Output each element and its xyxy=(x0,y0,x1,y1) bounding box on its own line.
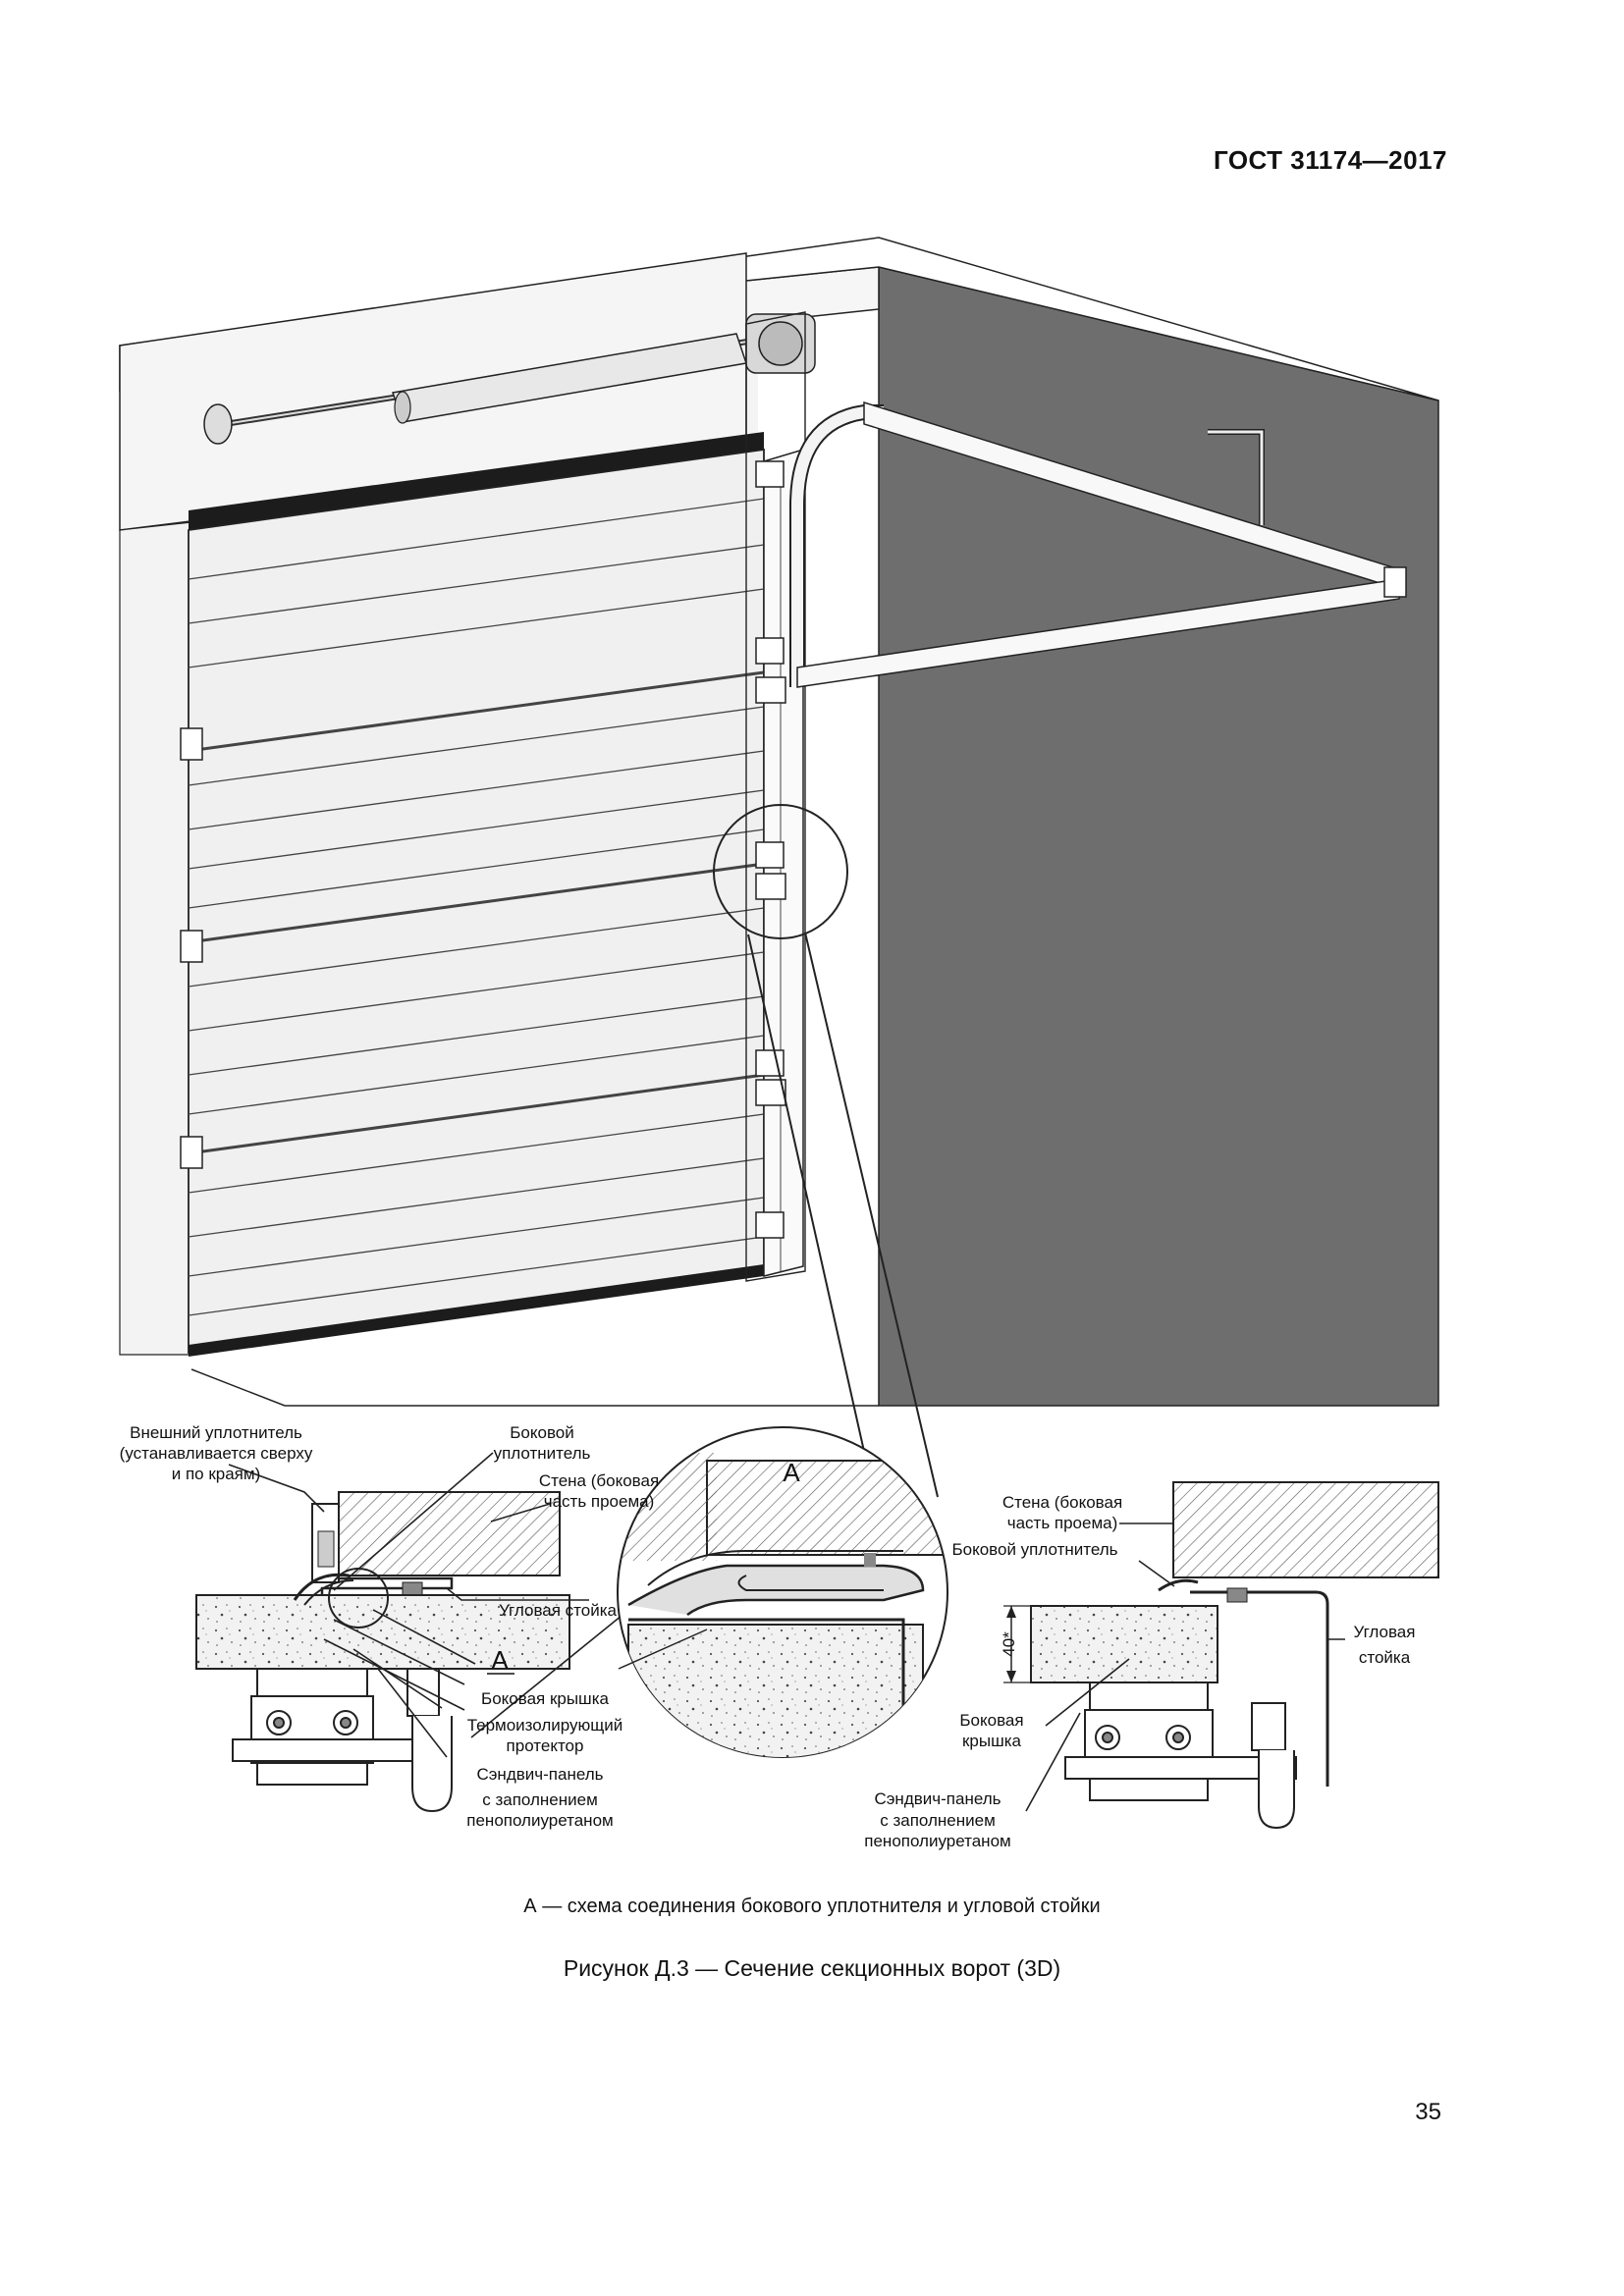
label-wall-right-2: часть проема) xyxy=(1007,1514,1118,1532)
panel-grooves xyxy=(188,498,765,1316)
left-section-detail xyxy=(195,1452,654,1813)
gate-3d-view xyxy=(119,237,1439,1562)
label-sandwich-right-3: пенополиуретаном xyxy=(864,1832,1010,1850)
horizontal-track-lower xyxy=(796,578,1400,688)
label-side-cover-right-1: Боковая xyxy=(959,1711,1023,1730)
label-side-seal-1: Боковой xyxy=(510,1423,574,1442)
detail-leader-1 xyxy=(804,932,939,1498)
document-header: ГОСТ 31174—2017 xyxy=(1213,145,1447,175)
wall-block-left xyxy=(338,1491,561,1576)
track-brackets xyxy=(755,460,786,1239)
label-side-seal-2: уплотнитель xyxy=(494,1444,591,1463)
label-corner-right-1: Угловая xyxy=(1354,1623,1416,1641)
label-wall-right-1: Стена (боковая xyxy=(1002,1493,1122,1512)
right-section-detail xyxy=(1003,1481,1439,1830)
label-side-cover-right-2: крышка xyxy=(962,1732,1022,1750)
detail-circle-3d xyxy=(713,804,848,939)
label-wall-left-2: часть проема) xyxy=(544,1492,655,1511)
angle-post xyxy=(745,311,806,1282)
sandwich-panel-left xyxy=(195,1594,570,1670)
label-corner-right-2: стойка xyxy=(1359,1648,1411,1667)
marker-a-left: A xyxy=(491,1645,509,1675)
label-dimension: 40* xyxy=(1000,1631,1018,1657)
corner-post-right xyxy=(1190,1590,1329,1787)
hinge-assembly-right xyxy=(1064,1682,1297,1830)
label-thermo-1: Термоизолирующий xyxy=(467,1716,623,1735)
label-sandwich-left-3: пенополиуретаном xyxy=(466,1811,613,1830)
label-sandwich-left-1: Сэндвич-панель xyxy=(476,1765,603,1784)
figure-caption: Рисунок Д.3 — Сечение секционных ворот (… xyxy=(563,1955,1061,1981)
marker-a-zoom: A xyxy=(783,1458,800,1487)
top-seal xyxy=(189,432,764,530)
figure-labels: Внешний уплотнитель (устанавливается све… xyxy=(120,1423,1416,1850)
floor-line xyxy=(190,1368,879,1407)
label-outer-seal-2: (устанавливается сверху xyxy=(120,1444,313,1463)
label-corner-post-left: Угловая стойка xyxy=(499,1601,618,1620)
label-outer-seal-1: Внешний уплотнитель xyxy=(130,1423,302,1442)
wall-block-right xyxy=(1172,1481,1439,1578)
label-sandwich-right-2: с заполнением xyxy=(880,1811,996,1830)
figure-legend: А — схема соединения бокового уплотнител… xyxy=(523,1896,1101,1917)
sandwich-panel-right xyxy=(1030,1605,1218,1683)
bottom-seal xyxy=(189,1264,764,1357)
door-panel xyxy=(188,448,765,1355)
label-thermo-2: протектор xyxy=(507,1736,584,1755)
hinge-assembly-left xyxy=(232,1668,453,1813)
right-leaders xyxy=(1025,1522,1345,1812)
label-side-cover-left: Боковая крышка xyxy=(481,1689,609,1708)
label-outer-seal-3: и по краям) xyxy=(172,1465,261,1483)
label-side-seal-right: Боковой уплотнитель xyxy=(951,1540,1117,1559)
page-number: 35 xyxy=(1415,2099,1441,2125)
label-sandwich-right-1: Сэндвич-панель xyxy=(874,1789,1001,1808)
left-hinges xyxy=(180,727,203,1169)
label-sandwich-left-2: с заполнением xyxy=(482,1790,598,1809)
label-wall-left-1: Стена (боковая xyxy=(539,1471,659,1490)
